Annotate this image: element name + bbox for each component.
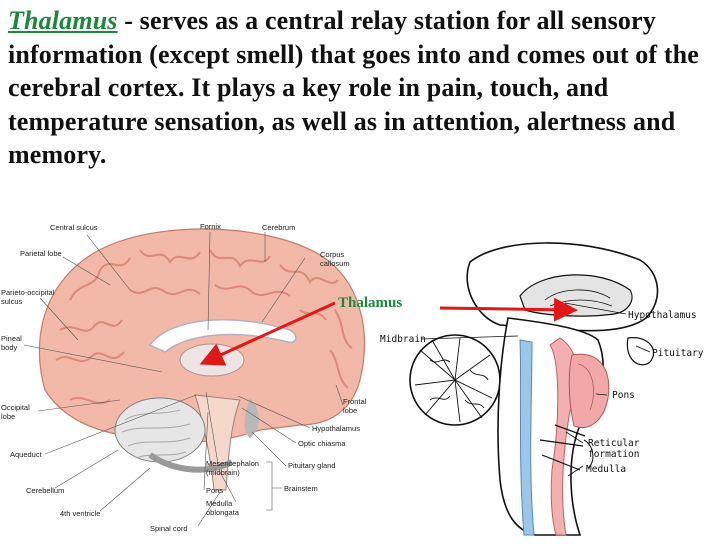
label-occipital-1: Occipital [1, 403, 30, 412]
blue-tract-shape [519, 339, 535, 536]
label-reticular-2: formation [588, 449, 639, 460]
label-cerebellum: Cerebellum [26, 486, 64, 495]
right-brain-diagram: Thalamus Midbrain Hypothalamus Pituitary… [338, 242, 704, 536]
label-pineal-2: body [1, 343, 18, 352]
left-thalamus-arrow [199, 301, 336, 366]
label-central-sulcus: Central sulcus [50, 223, 98, 232]
label-pituitary-gland: Pituitary gland [288, 461, 336, 470]
label-frontal-1: Frontal [343, 397, 367, 406]
label-brainstem: Brainstem [284, 484, 318, 493]
label-mesencephalon-2: (midbrain) [206, 468, 240, 477]
thalamus-term: Thalamus [8, 6, 118, 35]
label-optic-chiasma: Optic chiasma [298, 439, 346, 448]
label-midbrain: Midbrain [380, 334, 426, 345]
label-corpus-1: Corpus [320, 250, 344, 259]
label-reticular-1: Reticular [588, 438, 640, 449]
thalamus-description: - serves as a central relay station for … [8, 6, 699, 169]
pons-right-shape [568, 353, 610, 428]
label-parieto-occipital-1: Parieto-occipital [1, 288, 55, 297]
label-medulla-right: Medulla [586, 464, 626, 475]
label-hypothalamus-left: Hypothalamus [312, 424, 360, 433]
label-parieto-occipital-2: sulcus [1, 297, 23, 306]
label-pons-left: Pons [206, 486, 223, 495]
thalamus-callout: Thalamus [338, 295, 402, 311]
label-parietal-lobe: Parietal lobe [20, 249, 62, 258]
gyri-folds [55, 249, 353, 405]
label-pituitary-right: Pituitary [652, 348, 704, 359]
label-hypothalamus-right: Hypothalamus [628, 310, 697, 321]
label-frontal-2: lobe [343, 406, 357, 415]
label-corpus-2: callosum [320, 259, 350, 268]
label-pons-right: Pons [612, 390, 635, 401]
label-mesencephalon-1: Mesencephalon [206, 459, 259, 468]
label-medulla-2: oblongata [206, 508, 240, 517]
pituitary-right-shape [626, 337, 655, 366]
label-spinal-cord: Spinal cord [150, 524, 188, 533]
slide-text: Thalamus - serves as a central relay sta… [8, 4, 720, 172]
label-cerebrum: Cerebrum [262, 223, 295, 232]
corpus-callosum-shape [148, 318, 297, 353]
label-4th-ventricle: 4th ventricle [60, 509, 100, 518]
label-fornix: Fornix [200, 222, 221, 231]
label-occipital-2: lobe [1, 412, 15, 421]
right-thalamus-arrow [439, 297, 578, 322]
left-brain-diagram: Central sulcus Fornix Cerebrum Parietal … [1, 222, 367, 533]
label-pineal-1: Pineal [1, 334, 22, 343]
label-aqueduct: Aqueduct [10, 450, 43, 459]
label-medulla-1: Medulla [206, 499, 233, 508]
pituitary-shape [244, 398, 259, 438]
